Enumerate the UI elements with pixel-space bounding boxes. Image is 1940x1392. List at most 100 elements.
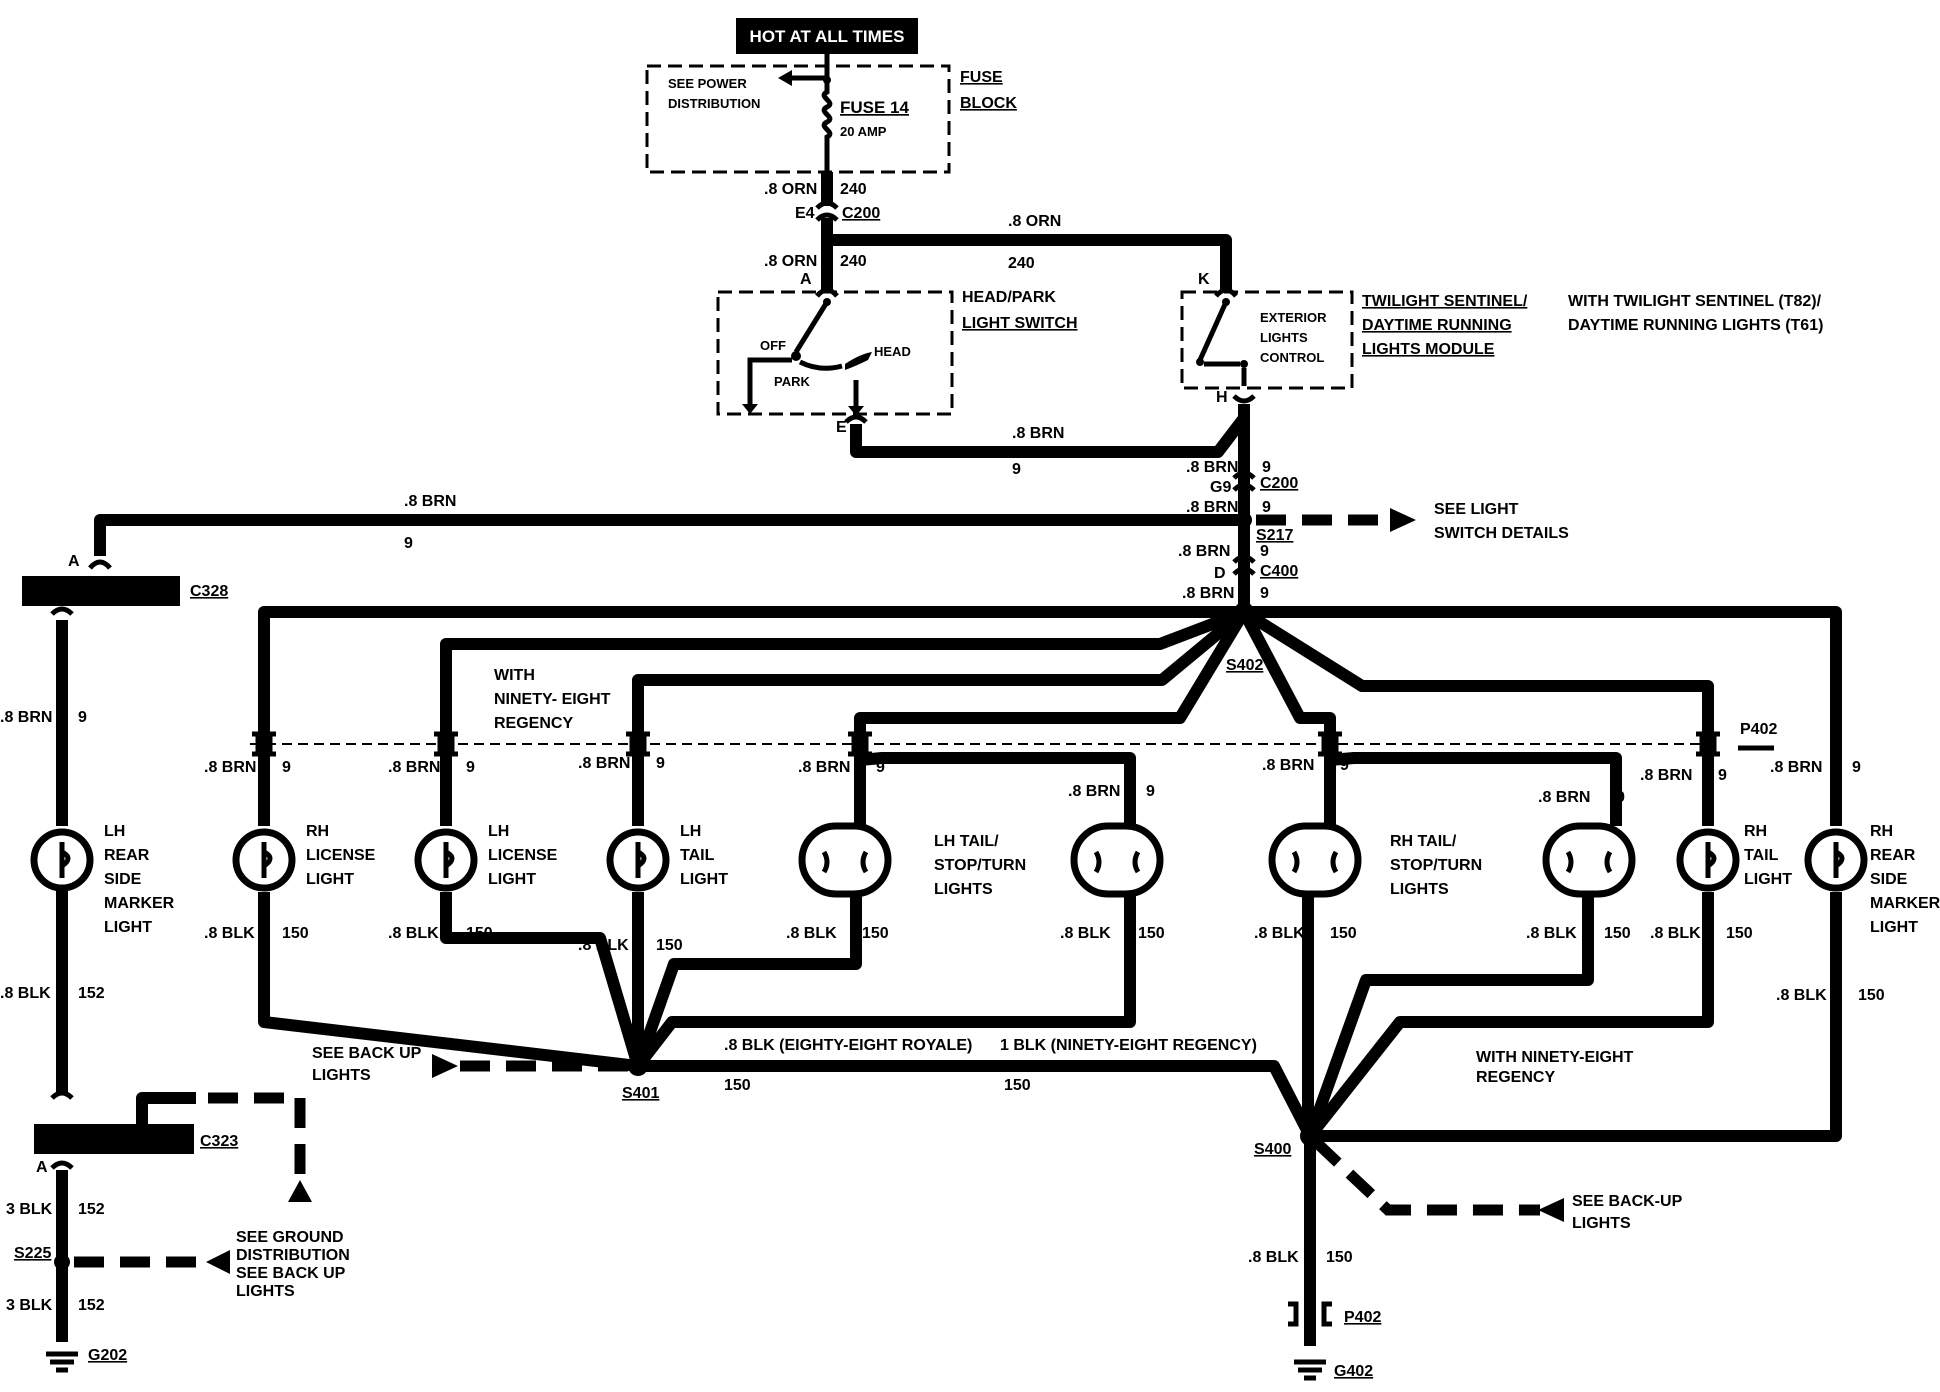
svg-text:C328: C328 — [190, 583, 228, 600]
svg-text:DISTRIBUTION: DISTRIBUTION — [236, 1247, 350, 1264]
svg-text:.8 ORN: .8 ORN — [764, 181, 817, 198]
svg-text:9: 9 — [1262, 499, 1271, 516]
svg-text:152: 152 — [78, 1297, 105, 1314]
svg-text:152: 152 — [78, 1201, 105, 1218]
splice-s225 — [54, 1254, 70, 1270]
svg-text:WITH NINETY-EIGHT: WITH NINETY-EIGHT — [1476, 1049, 1634, 1066]
svg-text:.8 BRN: .8 BRN — [578, 755, 630, 772]
svg-text:C400: C400 — [1260, 563, 1298, 580]
svg-text:.8 BLK: .8 BLK — [204, 925, 255, 942]
svg-text:S401: S401 — [622, 1085, 659, 1102]
svg-text:PARK: PARK — [774, 374, 810, 389]
twilight-note-1: WITH TWILIGHT SENTINEL (T82)/ — [1568, 293, 1822, 310]
ground-icon — [46, 1351, 78, 1373]
svg-text:G9: G9 — [1210, 479, 1231, 496]
svg-text:3 BLK: 3 BLK — [6, 1201, 53, 1218]
svg-text:SEE GROUND: SEE GROUND — [236, 1229, 344, 1246]
hot-at-all-times-banner — [736, 18, 918, 54]
see-power-dist-2: DISTRIBUTION — [668, 96, 760, 111]
svg-text:152: 152 — [78, 985, 105, 1002]
svg-text:STOP/TURN: STOP/TURN — [1390, 857, 1482, 874]
svg-text:MARKER: MARKER — [1870, 895, 1940, 912]
fuse-rating: 20 AMP — [840, 124, 887, 139]
arrow-right-icon — [432, 1054, 458, 1078]
svg-text:LH: LH — [488, 823, 509, 840]
twilight-note-2: DAYTIME RUNNING LIGHTS (T61) — [1568, 317, 1823, 334]
svg-text:240: 240 — [1008, 255, 1035, 272]
svg-text:9: 9 — [78, 709, 87, 726]
svg-text:150: 150 — [1138, 925, 1165, 942]
svg-text:.8 BRN: .8 BRN — [1182, 585, 1234, 602]
svg-text:REGENCY: REGENCY — [1476, 1069, 1555, 1086]
svg-text:150: 150 — [1858, 987, 1885, 1004]
svg-text:240: 240 — [840, 181, 867, 198]
svg-text:LIGHTS: LIGHTS — [236, 1283, 295, 1300]
svg-text:9: 9 — [466, 759, 475, 776]
svg-text:H: H — [1216, 389, 1228, 406]
svg-text:A: A — [800, 271, 812, 288]
fuse-block-box — [645, 64, 951, 174]
svg-text:.8 BRN: .8 BRN — [204, 759, 256, 776]
fuse-icon — [821, 72, 833, 172]
lamp-rh-rear-side-marker — [1804, 828, 1868, 892]
svg-text:LH TAIL/: LH TAIL/ — [934, 833, 999, 850]
svg-text:.8 BLK: .8 BLK — [388, 925, 439, 942]
svg-text:SEE BACK UP: SEE BACK UP — [312, 1045, 422, 1062]
svg-text:9: 9 — [282, 759, 291, 776]
svg-text:OFF: OFF — [760, 338, 786, 353]
svg-text:STOP/TURN: STOP/TURN — [934, 857, 1026, 874]
svg-text:9: 9 — [1718, 767, 1727, 784]
svg-text:.8 ORN: .8 ORN — [1008, 213, 1061, 230]
svg-text:150: 150 — [1604, 925, 1631, 942]
twilight-title-2: DAYTIME RUNNING — [1362, 317, 1512, 334]
twilight-title-1: TWILIGHT SENTINEL/ — [1362, 293, 1528, 310]
see-power-dist-1: SEE POWER — [668, 76, 747, 91]
svg-text:SEE LIGHT: SEE LIGHT — [1434, 501, 1519, 518]
svg-text:MARKER: MARKER — [104, 895, 175, 912]
svg-text:S402: S402 — [1226, 657, 1263, 674]
svg-text:.8 BLK: .8 BLK — [0, 985, 51, 1002]
svg-text:LIGHTS: LIGHTS — [1572, 1215, 1631, 1232]
svg-text:LIGHT: LIGHT — [680, 871, 728, 888]
arrow-up-icon — [288, 1180, 312, 1202]
svg-text:.8 BLK: .8 BLK — [1526, 925, 1577, 942]
lamp-lh-stop-turn-inner — [1070, 822, 1164, 898]
svg-text:150: 150 — [1330, 925, 1357, 942]
fuse-block-title-1: FUSE — [960, 69, 1003, 86]
lamp-labels: LH REAR SIDE MARKER LIGHT RH LICENSE LIG… — [104, 823, 1940, 936]
lamp-lh-rear-side-marker — [30, 828, 94, 892]
svg-text:.8 BRN: .8 BRN — [1640, 767, 1692, 784]
connector-c200-symbol — [815, 200, 839, 222]
svg-text:LIGHT: LIGHT — [488, 871, 536, 888]
svg-text:E4: E4 — [795, 205, 815, 222]
connector-c323 — [34, 1124, 194, 1154]
svg-text:9: 9 — [1852, 759, 1861, 776]
svg-text:9: 9 — [1260, 585, 1269, 602]
svg-text:.8 BRN: .8 BRN — [1770, 759, 1822, 776]
lamp-rh-stop-turn-outer — [1542, 822, 1636, 898]
lamp-rh-stop-turn-inner — [1268, 822, 1362, 898]
fuse-name: FUSE 14 — [840, 98, 910, 117]
svg-text:RH: RH — [1744, 823, 1767, 840]
svg-text:.8 BRN: .8 BRN — [1186, 459, 1238, 476]
svg-text:LICENSE: LICENSE — [306, 847, 376, 864]
lamp-rh-tail — [1676, 828, 1740, 892]
svg-text:D: D — [1214, 565, 1226, 582]
svg-text:C200: C200 — [1260, 475, 1298, 492]
svg-text:LICENSE: LICENSE — [488, 847, 558, 864]
svg-text:WITH: WITH — [494, 667, 535, 684]
svg-text:A: A — [36, 1159, 48, 1176]
svg-text:SWITCH DETAILS: SWITCH DETAILS — [1434, 525, 1569, 542]
svg-text:LH: LH — [104, 823, 125, 840]
head-park-switch-box — [716, 290, 954, 416]
svg-text:150: 150 — [724, 1077, 751, 1094]
svg-text:.8 BRN: .8 BRN — [1262, 757, 1314, 774]
svg-text:S400: S400 — [1254, 1141, 1291, 1158]
svg-text:NINETY- EIGHT: NINETY- EIGHT — [494, 691, 611, 708]
svg-text:.8 BRN: .8 BRN — [0, 709, 52, 726]
lamp-rh-license — [232, 828, 296, 892]
svg-text:.8 BRN: .8 BRN — [1012, 425, 1064, 442]
svg-text:A: A — [68, 553, 80, 570]
